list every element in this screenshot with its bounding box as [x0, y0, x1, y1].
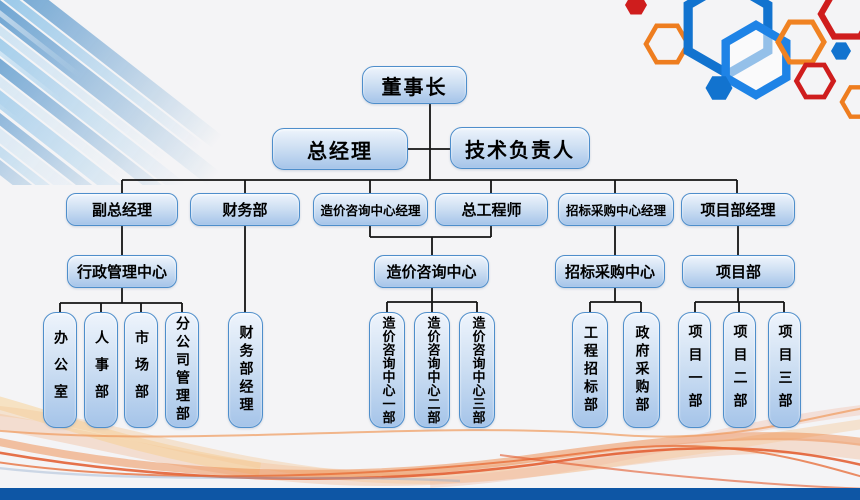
org-node-technical-director: 技术负责人 [450, 127, 590, 169]
org-node-technical-director-label: 技术负责人 [465, 137, 575, 162]
org-node-government-procurement-department: 政府采购部 [623, 312, 660, 428]
org-node-chief-engineer: 总工程师 [435, 193, 548, 226]
hexagon-decoration-cluster [625, 0, 860, 125]
org-node-bidding-procurement-center: 招标采购中心 [555, 255, 665, 288]
org-node-branch-management-department: 分公司管理部 [165, 312, 199, 428]
org-node-project-dept-1: 项目一部 [678, 312, 711, 428]
org-node-cost-consulting-center: 造价咨询中心 [374, 255, 489, 288]
org-node-cost-consulting-dept-2: 造价咨询中心二部 [414, 312, 450, 428]
org-node-marketing-department: 市场部 [124, 312, 158, 428]
org-node-cost-consulting-center-manager: 造价咨询中心经理 [313, 193, 428, 226]
org-node-project-department-manager: 项目部经理 [681, 193, 795, 226]
org-node-hr-department: 人事部 [84, 312, 118, 428]
org-node-chairman: 董事长 [362, 66, 467, 104]
org-node-chairman-label: 董事长 [381, 74, 448, 99]
org-node-engineering-bidding-department: 工程招标部 [572, 312, 608, 428]
org-node-general-manager-label: 总经理 [307, 138, 373, 163]
org-node-project-department: 项目部 [682, 255, 795, 288]
footer-bar [0, 488, 860, 500]
org-node-project-dept-2: 项目二部 [723, 312, 756, 428]
org-node-finance-department-manager: 财务部经理 [228, 312, 263, 428]
org-node-deputy-general-manager: 副总经理 [66, 193, 178, 226]
org-node-office: 办公室 [43, 312, 77, 428]
org-node-administration-center: 行政管理中心 [67, 255, 177, 288]
org-node-finance-department: 财务部 [190, 193, 300, 226]
org-node-bidding-procurement-center-manager: 招标采购中心经理 [558, 193, 674, 226]
org-node-cost-consulting-dept-3: 造价咨询中心三部 [459, 312, 495, 428]
org-node-general-manager: 总经理 [272, 128, 408, 170]
org-node-project-dept-3: 项目三部 [768, 312, 801, 428]
org-node-cost-consulting-dept-1: 造价咨询中心一部 [369, 312, 405, 428]
